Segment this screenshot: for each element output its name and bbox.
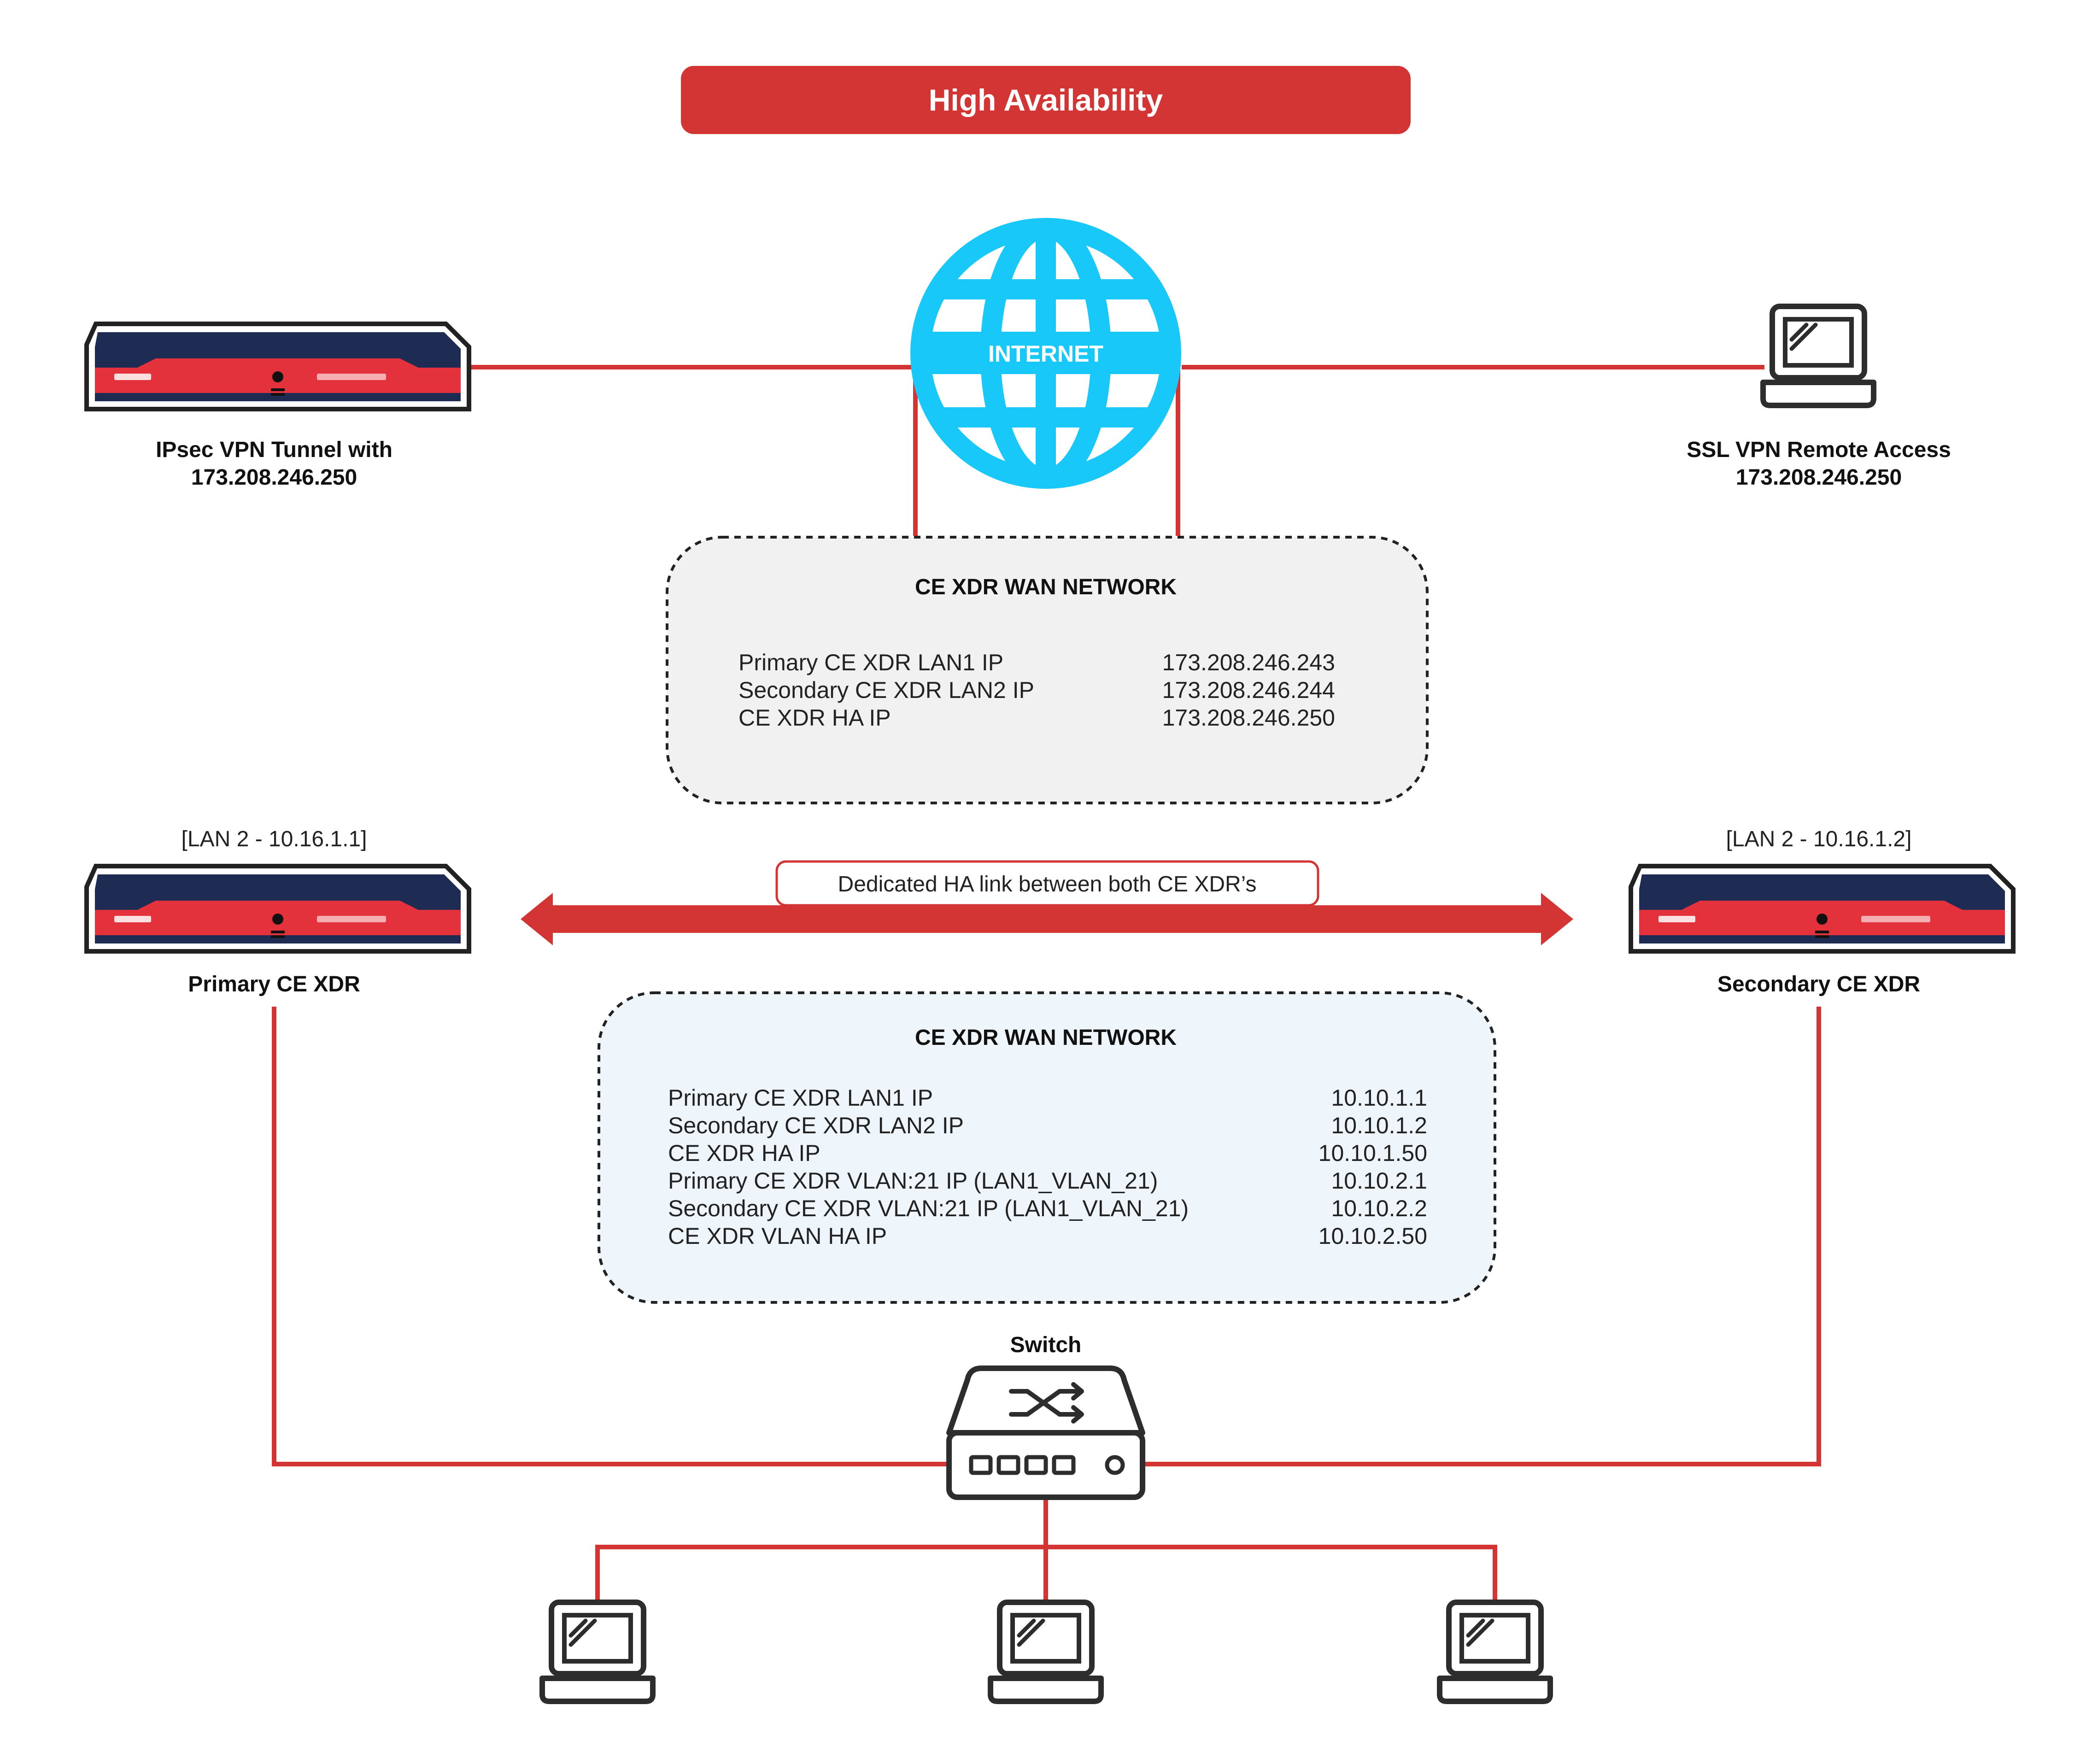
- ha-link-label-box: [775, 860, 1319, 907]
- lan-row-value: 10.10.1.2: [1331, 1113, 1427, 1138]
- lan-row-value: 10.10.2.1: [1331, 1168, 1427, 1194]
- internet-band: [920, 332, 1171, 374]
- switch-label: Switch: [1010, 1333, 1082, 1357]
- client-laptop-icon: [1440, 1602, 1550, 1701]
- lan-network-box: [598, 991, 1496, 1304]
- primary-appliance-icon: [87, 866, 469, 951]
- internet-label: INTERNET: [988, 341, 1103, 367]
- ipsec-label-line2: 173.208.246.250: [191, 465, 357, 490]
- ssl-label-line1: SSL VPN Remote Access: [1687, 438, 1951, 462]
- wan-row-value: 173.208.246.243: [1162, 650, 1335, 675]
- lan-row-value: 10.10.1.1: [1331, 1085, 1427, 1111]
- wan-row-label: Secondary CE XDR LAN2 IP: [738, 677, 1034, 703]
- primary-lan-label: [LAN 2 - 10.16.1.1]: [182, 827, 367, 851]
- client-laptop-icon: [542, 1602, 653, 1701]
- wan-row-label: CE XDR HA IP: [738, 705, 891, 731]
- ipsec-label-line1: IPsec VPN Tunnel with: [156, 438, 393, 462]
- title-banner: [681, 66, 1411, 134]
- lan-row-label: Primary CE XDR LAN1 IP: [668, 1085, 933, 1111]
- primary-name: Primary CE XDR: [188, 972, 360, 996]
- lan-row-value: 10.10.2.2: [1331, 1196, 1427, 1221]
- lan-row-label: CE XDR VLAN HA IP: [668, 1223, 887, 1249]
- secondary-name: Secondary CE XDR: [1717, 972, 1920, 996]
- wan-row-value: 173.208.246.244: [1162, 677, 1335, 703]
- client-laptop-icon: [990, 1602, 1101, 1701]
- wan-network-box: [666, 536, 1429, 804]
- lan-row-value: 10.10.2.50: [1318, 1223, 1427, 1249]
- switch-icon: [946, 1365, 1145, 1500]
- secondary-lan-label: [LAN 2 - 10.16.1.2]: [1726, 827, 1912, 851]
- lan-network-title: CE XDR WAN NETWORK: [915, 1026, 1177, 1050]
- secondary-appliance-icon: [1631, 866, 2013, 951]
- page-title: High Availability: [929, 83, 1163, 117]
- lan-row-label: CE XDR HA IP: [668, 1140, 820, 1166]
- lan-row-label: Secondary CE XDR VLAN:21 IP (LAN1_VLAN_2…: [668, 1196, 1189, 1221]
- ssl-label-line2: 173.208.246.250: [1736, 465, 1902, 490]
- wan-network-title: CE XDR WAN NETWORK: [915, 575, 1177, 599]
- lan-row-value: 10.10.1.50: [1318, 1140, 1427, 1166]
- lan-row-label: Secondary CE XDR LAN2 IP: [668, 1113, 964, 1138]
- lan-network-rows: Primary CE XDR LAN1 IP 10.10.1.1 Seconda…: [668, 1085, 1427, 1249]
- connection-lines: [272, 364, 1821, 1603]
- wan-row-value: 173.208.246.250: [1162, 705, 1335, 731]
- wan-row-label: Primary CE XDR LAN1 IP: [738, 650, 1003, 675]
- ssl-laptop-icon: [1763, 306, 1874, 405]
- ha-link-label: Dedicated HA link between both CE XDR’s: [838, 872, 1257, 897]
- lan-row-label: Primary CE XDR VLAN:21 IP (LAN1_VLAN_21): [668, 1168, 1158, 1194]
- wan-network-rows: Primary CE XDR LAN1 IP 173.208.246.243 S…: [738, 650, 1335, 731]
- ipsec-appliance-icon: [87, 324, 469, 409]
